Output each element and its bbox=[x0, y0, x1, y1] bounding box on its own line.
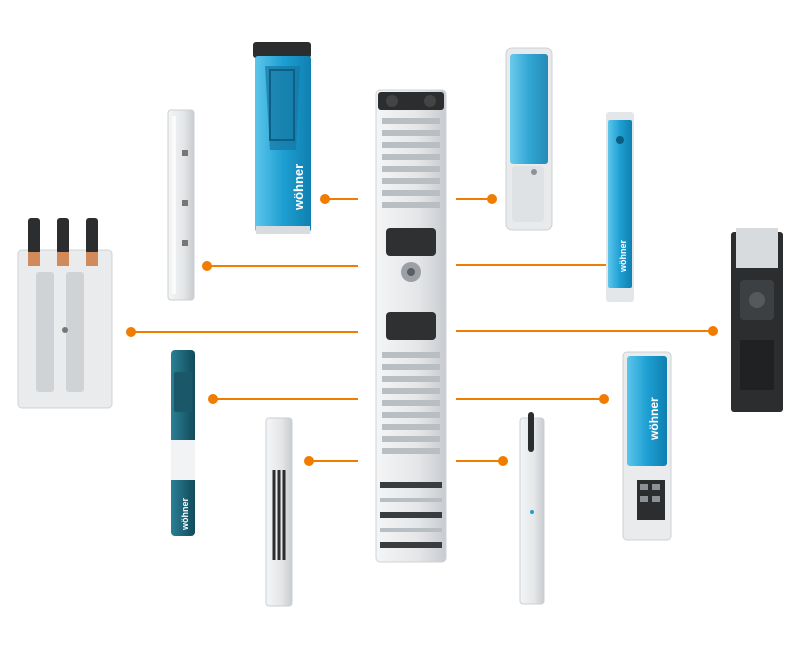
connector-dot bbox=[304, 456, 314, 466]
brand-logo: wöhner bbox=[180, 498, 190, 531]
center-busbar-adapter bbox=[375, 89, 447, 563]
connector-dot bbox=[487, 194, 497, 204]
black-fuse-base bbox=[731, 228, 783, 412]
blue-fuse-switch: wöhner bbox=[253, 42, 311, 234]
wire-adapter bbox=[265, 417, 293, 607]
blue-electronic-module: wöhner bbox=[622, 351, 672, 541]
connector-dot bbox=[320, 194, 330, 204]
vent-slots bbox=[382, 352, 440, 454]
grey-clip-rail bbox=[519, 412, 545, 605]
connector-dot bbox=[202, 261, 212, 271]
connector-dot bbox=[208, 394, 218, 404]
blue-terminal-module-top bbox=[505, 47, 553, 231]
connector-lines bbox=[126, 194, 718, 466]
blue-narrow-module: wöhner bbox=[606, 112, 634, 302]
connector-dot bbox=[599, 394, 609, 404]
thin-grey-rail bbox=[167, 109, 195, 301]
petrol-device: wöhner bbox=[171, 350, 195, 536]
vent-slots bbox=[382, 118, 440, 208]
brand-logo: wöhner bbox=[647, 397, 661, 441]
brand-logo: wöhner bbox=[291, 164, 306, 211]
connector-dot bbox=[126, 327, 136, 337]
brand-logo: wöhner bbox=[618, 240, 628, 273]
three-pole-adapter bbox=[17, 218, 113, 409]
connector-dot bbox=[708, 326, 718, 336]
connector-dot bbox=[498, 456, 508, 466]
